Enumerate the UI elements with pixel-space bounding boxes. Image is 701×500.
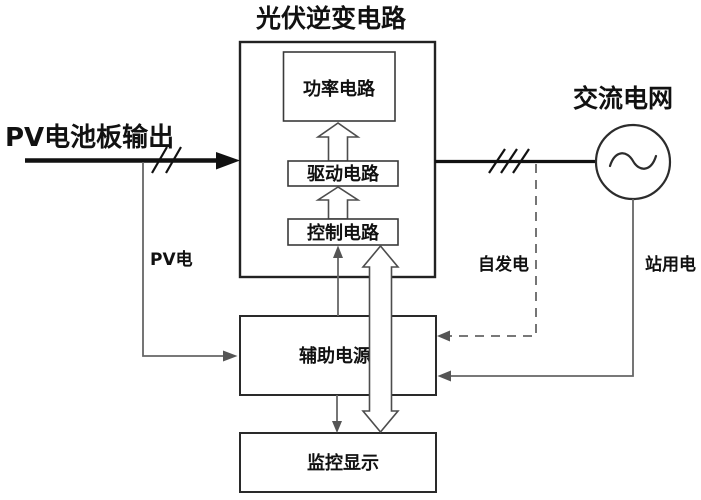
drive-circuit-label: 驱动电路 <box>307 163 380 185</box>
control-circuit-box <box>287 218 399 246</box>
control-circuit-label: 控制电路 <box>307 222 380 244</box>
pv-power-wire <box>142 162 223 357</box>
monitor-display-label: 监控显示 <box>307 452 379 474</box>
aux-to-monitor-arrowhead-icon <box>332 421 342 433</box>
ac-wire-slash-icon <box>500 148 518 174</box>
power-circuit-label: 功率电路 <box>303 78 376 100</box>
self-gen-label: 自发电 <box>478 254 529 275</box>
aux-to-control-arrowhead-icon <box>333 245 343 258</box>
aux-power-label: 辅助电源 <box>299 345 371 367</box>
drive-to-power-arrow-icon <box>315 122 361 162</box>
control-monitor-double-arrow-icon <box>361 244 400 434</box>
station-power-wire <box>451 199 634 377</box>
drive-circuit-box <box>287 160 399 187</box>
ac-wire-slash-icon <box>512 148 530 174</box>
station-power-arrowhead-icon <box>437 370 451 382</box>
station-power-label: 站用电 <box>645 254 696 275</box>
pv-wire-slash-icon <box>165 146 182 174</box>
self-gen-wire <box>450 164 537 337</box>
self-gen-arrowhead-icon <box>437 330 450 342</box>
ac-wire-slash-icon <box>488 148 506 174</box>
ac-grid-label: 交流电网 <box>573 84 673 113</box>
pv-wire-slash-icon <box>151 146 168 174</box>
aux-power-box <box>239 315 437 396</box>
pv-source-label: PV电池板输出 <box>5 122 174 153</box>
monitor-display-box <box>239 432 437 493</box>
pv-power-arrowhead-icon <box>223 350 238 362</box>
pv-input-arrowhead-icon <box>216 152 240 170</box>
diagram-title: 光伏逆变电路 <box>255 4 407 33</box>
control-to-drive-arrow-icon <box>315 186 361 220</box>
power-circuit-box <box>282 51 396 122</box>
pv-power-label: PV电 <box>150 249 193 270</box>
sine-wave-icon <box>608 152 658 170</box>
